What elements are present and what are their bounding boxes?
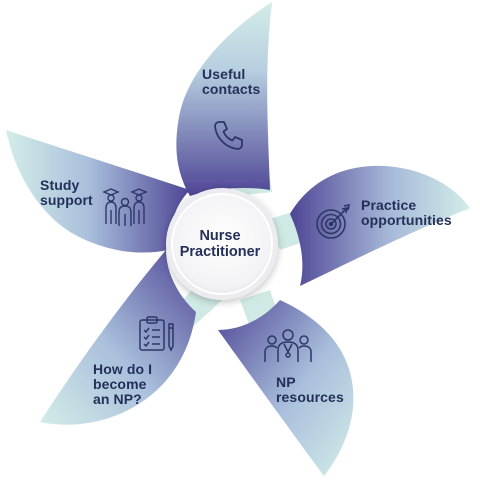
petal-how-become-np[interactable] xyxy=(40,250,196,425)
petal-label-practice-opportunities: Practice opportunities xyxy=(361,197,452,228)
petal-np-resources[interactable] xyxy=(218,300,354,476)
team-icon xyxy=(264,329,312,362)
petal-label-useful-contacts: Useful contacts xyxy=(202,66,261,97)
petal-label-study-support: Study support xyxy=(40,177,93,208)
graduates-icon xyxy=(102,188,148,226)
phone-icon xyxy=(214,121,243,150)
clipboard-checklist-icon xyxy=(139,316,174,352)
petal-study-support[interactable] xyxy=(6,130,190,253)
petal-label-how-become-np: How do I become an NP? xyxy=(93,361,153,407)
petal-practice-opportunities[interactable] xyxy=(290,165,470,286)
target-icon xyxy=(316,203,351,239)
center-circle[interactable] xyxy=(171,193,273,295)
center-label: Nurse Practitioner xyxy=(179,228,261,260)
petal-label-np-resources: NP resources xyxy=(276,374,344,405)
petal-useful-contacts[interactable] xyxy=(176,2,272,196)
